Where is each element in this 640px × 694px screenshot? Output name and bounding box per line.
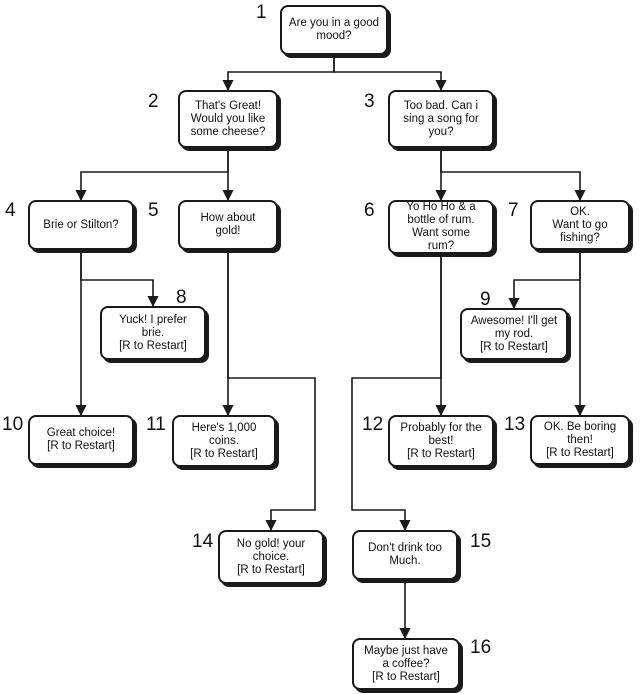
node-7-box: OK. Want to go fishing? bbox=[530, 200, 630, 250]
node-14-box: No gold! your choice. [R to Restart] bbox=[218, 530, 324, 584]
node-8-box: Yuck! I prefer brie. [R to Restart] bbox=[100, 306, 206, 360]
arrow-7-to-9 bbox=[508, 250, 581, 310]
node-6-number: 6 bbox=[364, 200, 375, 221]
node-5-box: How about gold! bbox=[178, 200, 278, 250]
node-1-text: Are you in a good mood? bbox=[288, 17, 380, 42]
arrow-4-to-8 bbox=[80, 250, 159, 308]
node-3-text: Too bad. Can i sing a song for you? bbox=[403, 99, 479, 138]
node-15-text: Don't drink too Much. bbox=[368, 542, 442, 567]
node-1-box: Are you in a good mood? bbox=[280, 5, 388, 55]
node-14-number: 14 bbox=[192, 531, 214, 552]
node-4-box: Brie or Stilton? bbox=[28, 200, 134, 250]
arrow-6-to-15 bbox=[351, 254, 442, 532]
node-13-number: 13 bbox=[504, 414, 526, 435]
node-11-box: Here's 1,000 coins. [R to Restart] bbox=[172, 415, 276, 467]
node-13-text: OK. Be boring then! [R to Restart] bbox=[543, 420, 617, 459]
node-16-box: Maybe just have a coffee? [R to Restart] bbox=[352, 638, 460, 690]
node-4-text: Brie or Stilton? bbox=[43, 218, 119, 231]
node-16-number: 16 bbox=[470, 637, 492, 658]
node-3-number: 3 bbox=[364, 91, 375, 112]
node-12-text: Probably for the best! [R to Restart] bbox=[400, 421, 482, 460]
arrow-1-to-3 bbox=[333, 55, 447, 92]
arrow-5-to-14 bbox=[227, 250, 316, 532]
node-1-number: 1 bbox=[256, 2, 267, 23]
node-2-text: That's Great! Would you like some cheese… bbox=[190, 99, 266, 138]
node-8-number: 8 bbox=[176, 287, 187, 308]
node-15-number: 15 bbox=[470, 531, 492, 552]
node-10-number: 10 bbox=[2, 414, 24, 435]
node-6-text: Yo Ho Ho & a bottle of rum. Want some ru… bbox=[406, 201, 476, 252]
node-3-box: Too bad. Can i sing a song for you? bbox=[388, 90, 494, 148]
node-8-text: Yuck! I prefer brie. [R to Restart] bbox=[119, 313, 187, 352]
node-7-number: 7 bbox=[508, 200, 519, 221]
node-9-number: 9 bbox=[480, 289, 491, 310]
node-13-box: OK. Be boring then! [R to Restart] bbox=[530, 415, 630, 465]
arrow-3-to-7 bbox=[440, 148, 586, 202]
node-9-box: Awesome! I'll get my rod. [R to Restart] bbox=[460, 308, 568, 360]
node-5-text: How about gold! bbox=[200, 212, 256, 237]
node-10-text: Great choice! [R to Restart] bbox=[46, 427, 116, 452]
node-12-box: Probably for the best! [R to Restart] bbox=[388, 415, 494, 467]
node-12-number: 12 bbox=[362, 414, 384, 435]
node-5-number: 5 bbox=[148, 200, 159, 221]
node-15-box: Don't drink too Much. bbox=[352, 530, 458, 580]
node-11-number: 11 bbox=[146, 414, 166, 435]
node-14-text: No gold! your choice. [R to Restart] bbox=[236, 537, 306, 576]
node-7-text: OK. Want to go fishing? bbox=[552, 205, 608, 244]
node-16-text: Maybe just have a coffee? [R to Restart] bbox=[364, 644, 448, 683]
node-10-box: Great choice! [R to Restart] bbox=[28, 415, 134, 465]
node-4-number: 4 bbox=[5, 200, 16, 221]
node-6-box: Yo Ho Ho & a bottle of rum. Want some ru… bbox=[388, 200, 494, 254]
node-2-box: That's Great! Would you like some cheese… bbox=[178, 90, 278, 148]
node-11-text: Here's 1,000 coins. [R to Restart] bbox=[190, 421, 258, 460]
arrow-2-to-4 bbox=[75, 148, 229, 202]
node-9-text: Awesome! I'll get my rod. [R to Restart] bbox=[470, 314, 558, 353]
node-2-number: 2 bbox=[148, 91, 159, 112]
arrow-1-to-2 bbox=[222, 55, 335, 92]
